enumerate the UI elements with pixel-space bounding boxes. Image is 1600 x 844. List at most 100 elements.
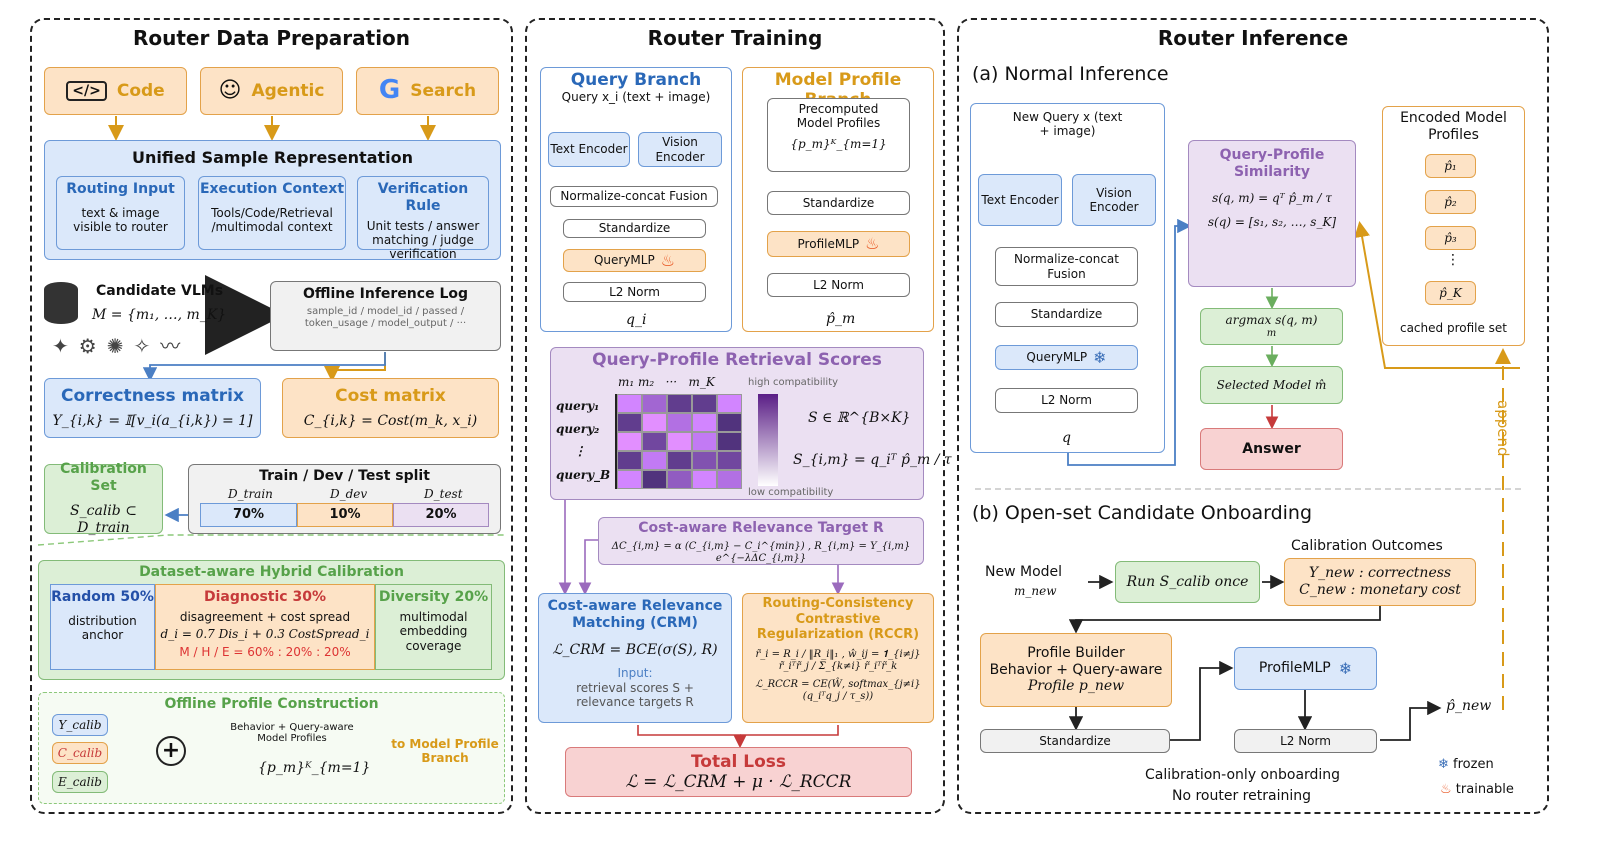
- heatmap-cell: [692, 470, 717, 489]
- infer-query-output: q: [1062, 430, 1071, 446]
- source-search: G Search: [356, 67, 499, 115]
- flame-icon: ♨: [865, 234, 880, 254]
- heatmap-cell: [717, 394, 742, 413]
- plus-icon: +: [156, 736, 186, 766]
- infer-querymlp: QueryMLP❄: [995, 345, 1138, 370]
- offline-profile-construction: Offline Profile Construction: [38, 692, 505, 804]
- argmax-block: argmax s(q, m) m: [1200, 308, 1343, 345]
- snowflake-icon: ❄: [1338, 658, 1353, 678]
- input-e-calib: E_calib: [52, 771, 108, 793]
- matrix-row-2: query₂: [556, 422, 600, 436]
- robot-icon: ☺: [218, 77, 242, 103]
- total-loss: Total Loss ℒ = ℒ_CRM + μ · ℒ_RCCR: [565, 747, 912, 797]
- onboarding-title: (b) Open-set Candidate Onboarding: [972, 502, 1313, 524]
- profile-standardize: Standardize: [767, 191, 910, 215]
- profile-item-2: p̂₂: [1425, 190, 1476, 214]
- new-model-label: New Model: [985, 564, 1063, 580]
- panel-title-prep: Router Data Preparation: [132, 26, 411, 50]
- heatmap-cell: [717, 451, 742, 470]
- flame-icon: ♨: [1440, 782, 1452, 797]
- matrix-row-4: query_B: [556, 468, 611, 482]
- append-label: append: [1494, 400, 1512, 457]
- candidate-vlms-title: Candidate VLMs: [96, 283, 224, 299]
- compat-colorbar: [758, 394, 778, 486]
- text-encoder: Text Encoder: [548, 132, 630, 167]
- calibration-outcomes-title: Calibration Outcomes: [1291, 538, 1443, 554]
- heatmap-cell: [667, 451, 692, 470]
- heatmap-cell: [642, 470, 667, 489]
- input-c-calib: C_calib: [52, 742, 108, 764]
- panel-title-infer: Router Inference: [1157, 26, 1349, 50]
- heatmap-cell: [717, 413, 742, 432]
- hybrid-diagnostic: Diagnostic 30% disagreement + cost sprea…: [155, 584, 375, 670]
- infer-text-encoder: Text Encoder: [978, 174, 1062, 226]
- infer-l2norm: L2 Norm: [995, 388, 1138, 413]
- heatmap-cell: [667, 470, 692, 489]
- heatmap-cell: [617, 413, 642, 432]
- input-y-calib: Y_calib: [52, 714, 108, 736]
- split-label-test: D_test: [424, 487, 463, 501]
- new-model-formula: m_new: [1014, 584, 1057, 598]
- heatmap-cell: [667, 394, 692, 413]
- google-icon: G: [378, 75, 401, 106]
- run-calib-once: Run S_calib once: [1115, 561, 1260, 603]
- heatmap-cell: [717, 470, 742, 489]
- score-formula: S_{i,m} = q_iᵀ p̂_m / τ: [793, 452, 952, 468]
- calibration-set: Calibration Set S_calib ⊂ D_train: [44, 461, 163, 536]
- querymlp-block: QueryMLP♨: [563, 249, 706, 272]
- selected-model: Selected Model m̂: [1200, 366, 1343, 404]
- onboarding-l2norm: L2 Norm: [1234, 729, 1377, 753]
- high-compat-label: high compatibility: [748, 377, 839, 388]
- offline-profile-mid: Behavior + Query-aware Model Profiles: [230, 722, 354, 744]
- fusion-block: Normalize-concat Fusion: [550, 186, 718, 207]
- snowflake-icon: ❄: [1438, 757, 1449, 772]
- verification-rule-card: Verification Rule Unit tests / answer ma…: [357, 176, 489, 261]
- l2norm-block: L2 Norm: [563, 282, 706, 302]
- heatmap-cell: [717, 432, 742, 451]
- new-profile-output: p̂_new: [1446, 698, 1492, 714]
- calibration-only-note: Calibration-only onboarding: [1145, 767, 1341, 783]
- code-icon: </>: [66, 80, 107, 102]
- hybrid-random: Random 50% distribution anchor: [50, 584, 155, 670]
- heatmap-cell: [692, 413, 717, 432]
- heatmap-cell: [692, 432, 717, 451]
- profile-builder: Profile Builder Behavior + Query-aware P…: [980, 633, 1172, 707]
- heatmap-cell: [642, 413, 667, 432]
- score-dim-formula: S ∈ ℝ^{B×K}: [808, 410, 911, 426]
- cost-matrix: Cost matrix C_{i,k} = Cost(m_k, x_i): [282, 378, 499, 438]
- panel-data-preparation: [30, 18, 513, 814]
- heatmap-cell: [692, 394, 717, 413]
- routing-input-card: Routing Input text & image visible to ro…: [56, 176, 185, 250]
- query-profile-similarity: Query-Profile Similarity s(q, m) = qᵀ p̂…: [1188, 140, 1356, 287]
- split-label-train: D_train: [228, 487, 273, 501]
- split-train: 70%: [200, 503, 297, 527]
- split-dev: 10%: [297, 503, 393, 527]
- heatmap-cell: [667, 432, 692, 451]
- relevance-target: Cost-aware Relevance Target R ΔC_{i,m} =…: [598, 517, 924, 565]
- profile-item-ellipsis: ⋮: [1446, 252, 1460, 268]
- legend-trainable: ♨ trainable: [1440, 782, 1514, 797]
- flame-icon: ♨: [660, 250, 676, 270]
- execution-context-card: Execution Context Tools/Code/Retrieval /…: [198, 176, 346, 250]
- panel-title-train: Router Training: [647, 26, 823, 50]
- correctness-matrix: Correctness matrix Y_{i,k} = 𝕀[v_i(a_{i,…: [44, 378, 261, 438]
- onboarding-profilemlp: ProfileMLP❄: [1234, 647, 1377, 690]
- source-code: </> Code: [44, 67, 187, 115]
- infer-fusion: Normalize-concat Fusion: [995, 247, 1138, 286]
- profile-item-1: p̂₁: [1425, 154, 1476, 178]
- profilemlp-block: ProfileMLP♨: [767, 231, 910, 257]
- score-heatmap: [615, 394, 742, 489]
- heatmap-cell: [692, 451, 717, 470]
- infer-vision-encoder: Vision Encoder: [1072, 174, 1156, 226]
- matrix-row-3: ⋮: [574, 444, 586, 458]
- heatmap-cell: [617, 432, 642, 451]
- query-output: q_i: [626, 312, 647, 328]
- profile-l2norm: L2 Norm: [767, 273, 910, 297]
- snowflake-icon: ❄: [1093, 347, 1107, 367]
- cached-profile-set: cached profile set: [1399, 321, 1508, 335]
- split-test: 20%: [393, 503, 489, 527]
- source-agentic: ☺ Agentic: [200, 67, 343, 115]
- standardize-block: Standardize: [563, 219, 706, 238]
- profile-output: p̂_m: [826, 311, 856, 327]
- heatmap-cell: [642, 394, 667, 413]
